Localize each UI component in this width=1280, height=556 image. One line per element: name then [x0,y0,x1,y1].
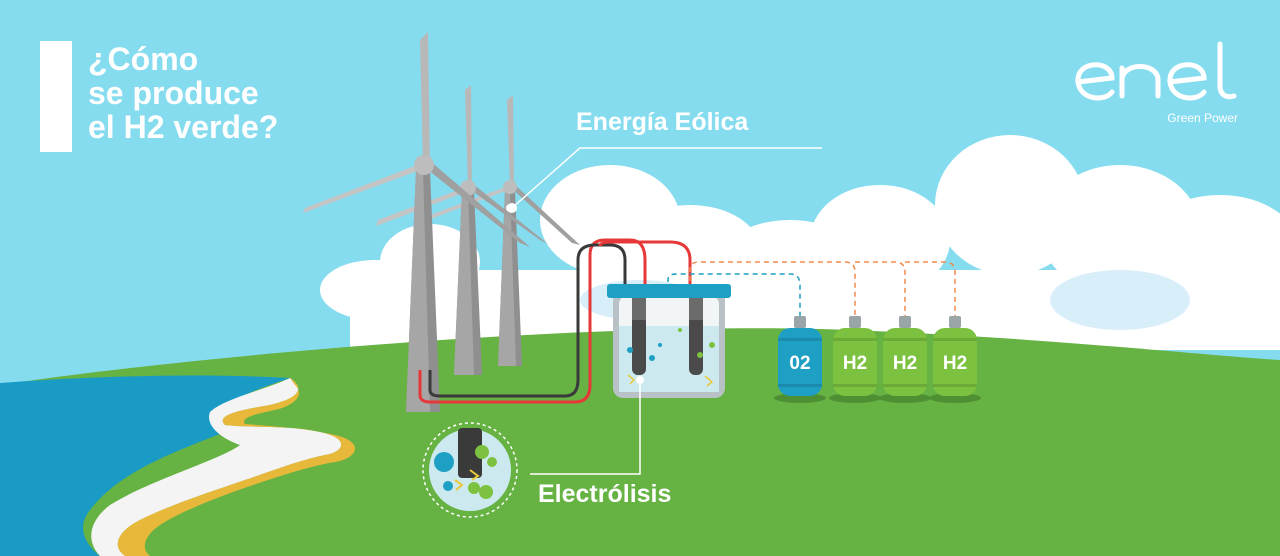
sand [117,378,355,556]
eolica-pointer-line [511,147,822,209]
gas-tank: H2 [879,316,931,403]
electrolysis-pointer-line [530,380,641,475]
logo-subtitle: Green Power [1167,111,1238,125]
gas-tank-label: H2 [943,353,967,374]
gas-tank-label: H2 [843,353,867,374]
cable-red-2 [598,240,692,300]
page-title: ¿Cómo se produce el H2 verde? [88,42,278,144]
gas-tank-label: H2 [893,353,917,374]
title-line-2: se produce [88,75,259,111]
gas-tank: H2 [929,316,981,403]
gas-tank: H2 [829,316,881,403]
electrolysis-pointer-dot [636,376,644,384]
electrolysis-label: Electrólisis [538,480,672,508]
title-line-3: el H2 verde? [88,109,279,145]
surf [91,378,342,556]
enel-logo [1075,41,1237,101]
electrolyzer-tank [607,284,731,398]
cable-dark [428,243,627,398]
gas-tanks: 02 H2 H2 H2 [774,316,981,403]
title-accent-bar [40,41,72,152]
electrolysis-zoom [422,422,518,518]
title-line-1: ¿Cómo [88,41,199,77]
wind-turbines [303,32,580,412]
gas-tank-label: 02 [789,353,810,374]
wind-energy-label: Energía Eólica [576,108,749,136]
eolica-pointer-dot [507,203,517,213]
gas-tank: 02 [774,316,826,403]
gas-lines [667,261,956,318]
